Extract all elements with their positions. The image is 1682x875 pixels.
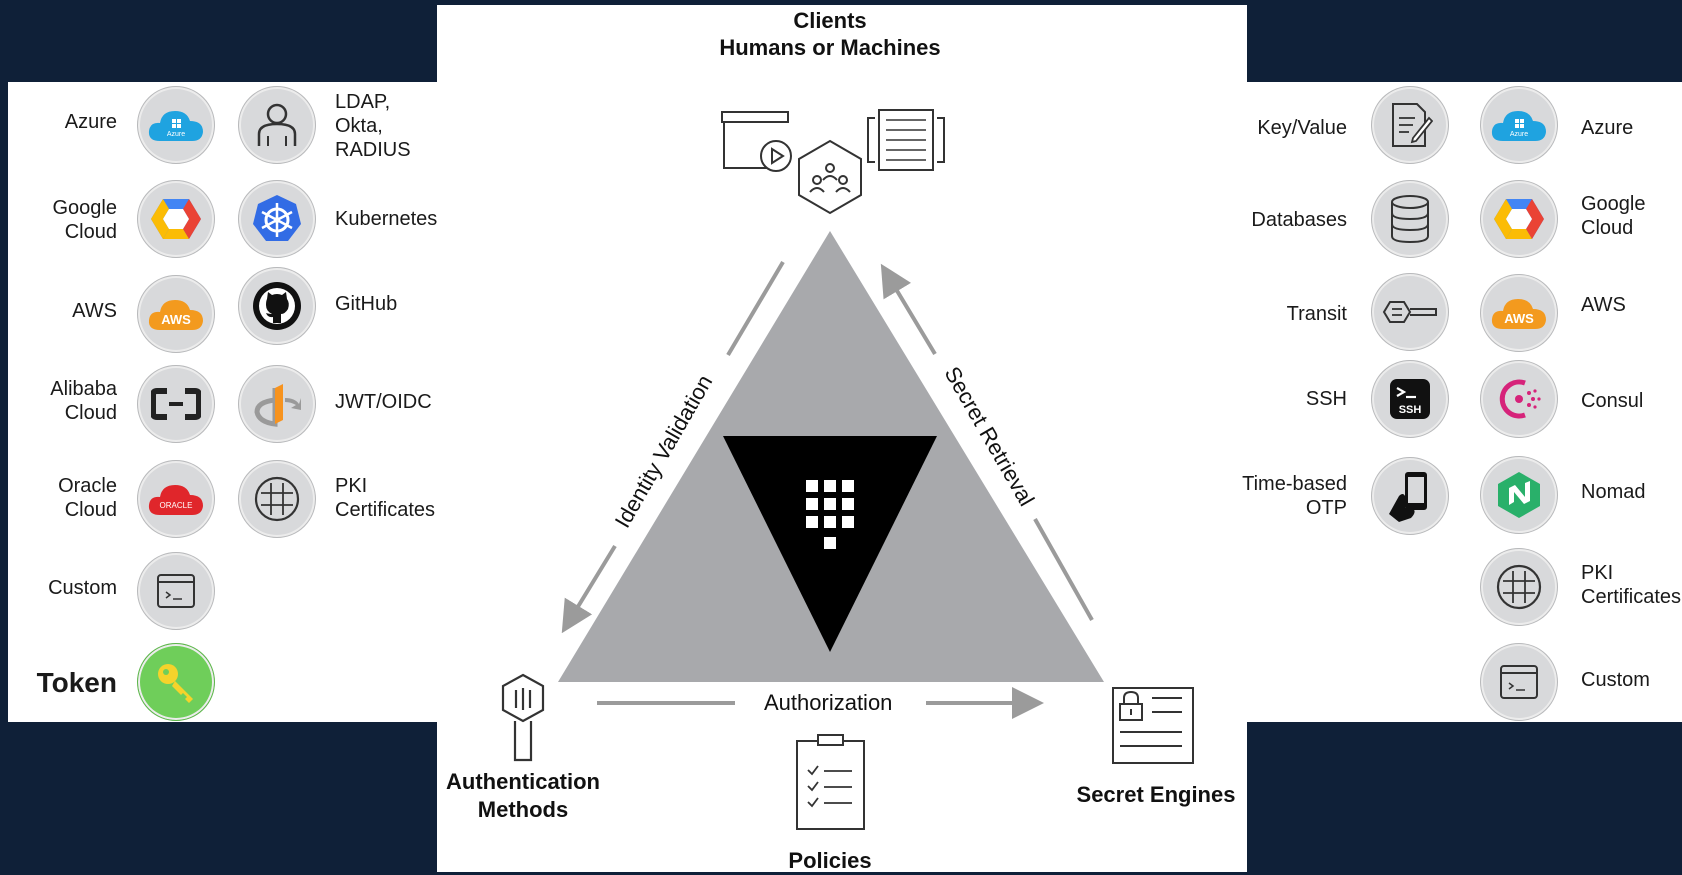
right-item-custom-label: Custom (1581, 669, 1650, 691)
oracle-cloud-icon: ORACLE (137, 460, 215, 538)
ssh-badge-text: SSH (1399, 404, 1422, 416)
terminal-icon (137, 552, 215, 630)
oracle-badge-text: ORACLE (160, 501, 193, 510)
ssh-icon: SSH (1371, 360, 1449, 438)
database-icon (1371, 180, 1449, 258)
left-item-github-label: GitHub (335, 293, 398, 315)
secret-engines-label: Secret Engines (1076, 782, 1236, 807)
left-item-jwt-oidc-label: JWT/OIDC (335, 391, 432, 413)
left-item-ldap-label: LDAP, Okta, RADIUS (335, 91, 411, 161)
aws-badge-text: AWS (161, 312, 191, 327)
authentication-methods-icon (501, 673, 545, 762)
left-item-kubernetes-label: Kubernetes (335, 208, 438, 230)
azure-cloud-icon: Azure (1480, 86, 1558, 164)
aws-icon: AWS (1480, 274, 1558, 352)
right-item-transit-label: Transit (1286, 303, 1347, 325)
right-item-google-cloud-label: Google Cloud (1581, 193, 1646, 239)
right-item-aws-label: AWS (1581, 294, 1626, 316)
right-item-totp-label: Time-based OTP (1242, 473, 1347, 519)
identity-arrow-upper (726, 260, 785, 357)
policies-label: Policies (788, 848, 872, 873)
right-item-azure-label: Azure (1581, 117, 1634, 139)
github-icon (238, 267, 316, 345)
left-item-azure-label: Azure (64, 111, 117, 133)
alibaba-cloud-icon (137, 365, 215, 443)
google-cloud-icon (137, 180, 215, 258)
clients-title: Clients (793, 8, 867, 33)
right-item-key-value-label: Key/Value (1257, 117, 1347, 139)
secret-engines-icon (1112, 687, 1194, 764)
auth-methods-panel (8, 82, 438, 722)
left-item-google-cloud-label: Google Cloud (52, 197, 118, 243)
authentication-methods-label: Authentication Methods (446, 769, 600, 822)
right-item-ssh-label: SSH (1305, 388, 1347, 410)
user-icon (238, 86, 316, 164)
left-item-custom-label: Custom (48, 577, 117, 599)
left-item-oracle-cloud-label: Oracle Cloud (58, 475, 117, 521)
aws-badge-text: AWS (1504, 311, 1534, 326)
nomad-icon (1480, 456, 1558, 534)
policies-icon (796, 734, 865, 830)
azure-cloud-icon: Azure (137, 86, 215, 164)
azure-badge-text: Azure (1510, 131, 1528, 138)
left-item-pki-label: PKI Certificates (335, 475, 436, 521)
clients-icon (721, 109, 945, 215)
left-item-aws-label: AWS (72, 300, 117, 322)
globe-icon (238, 460, 316, 538)
secret-arrow-upper (880, 263, 937, 356)
authorization-label: Authorization (764, 690, 893, 715)
key-icon (137, 643, 215, 721)
kubernetes-icon (238, 180, 316, 258)
right-item-databases-label: Databases (1251, 209, 1347, 231)
right-item-nomad-label: Nomad (1581, 481, 1646, 503)
document-edit-icon (1371, 86, 1449, 164)
vault-logo-grid (806, 480, 854, 549)
terminal-icon (1480, 643, 1558, 721)
left-item-token-label: Token (36, 667, 117, 698)
left-item-alibaba-cloud-label: Alibaba Cloud (50, 378, 117, 424)
clients-subtitle: Humans or Machines (719, 35, 941, 60)
right-item-pki-label: PKI Certificates (1581, 562, 1682, 608)
consul-icon (1480, 360, 1558, 438)
aws-icon: AWS (137, 275, 215, 353)
right-item-consul-label: Consul (1581, 390, 1644, 412)
openid-icon (238, 365, 316, 443)
google-cloud-icon (1480, 180, 1558, 258)
secret-engines-panel (1245, 82, 1682, 722)
identity-arrow-lower (561, 544, 617, 634)
globe-icon (1480, 548, 1558, 626)
phone-icon (1371, 457, 1449, 535)
azure-badge-text: Azure (167, 131, 185, 138)
transit-key-icon (1371, 273, 1449, 351)
secret-arrow-lower (1033, 518, 1094, 621)
